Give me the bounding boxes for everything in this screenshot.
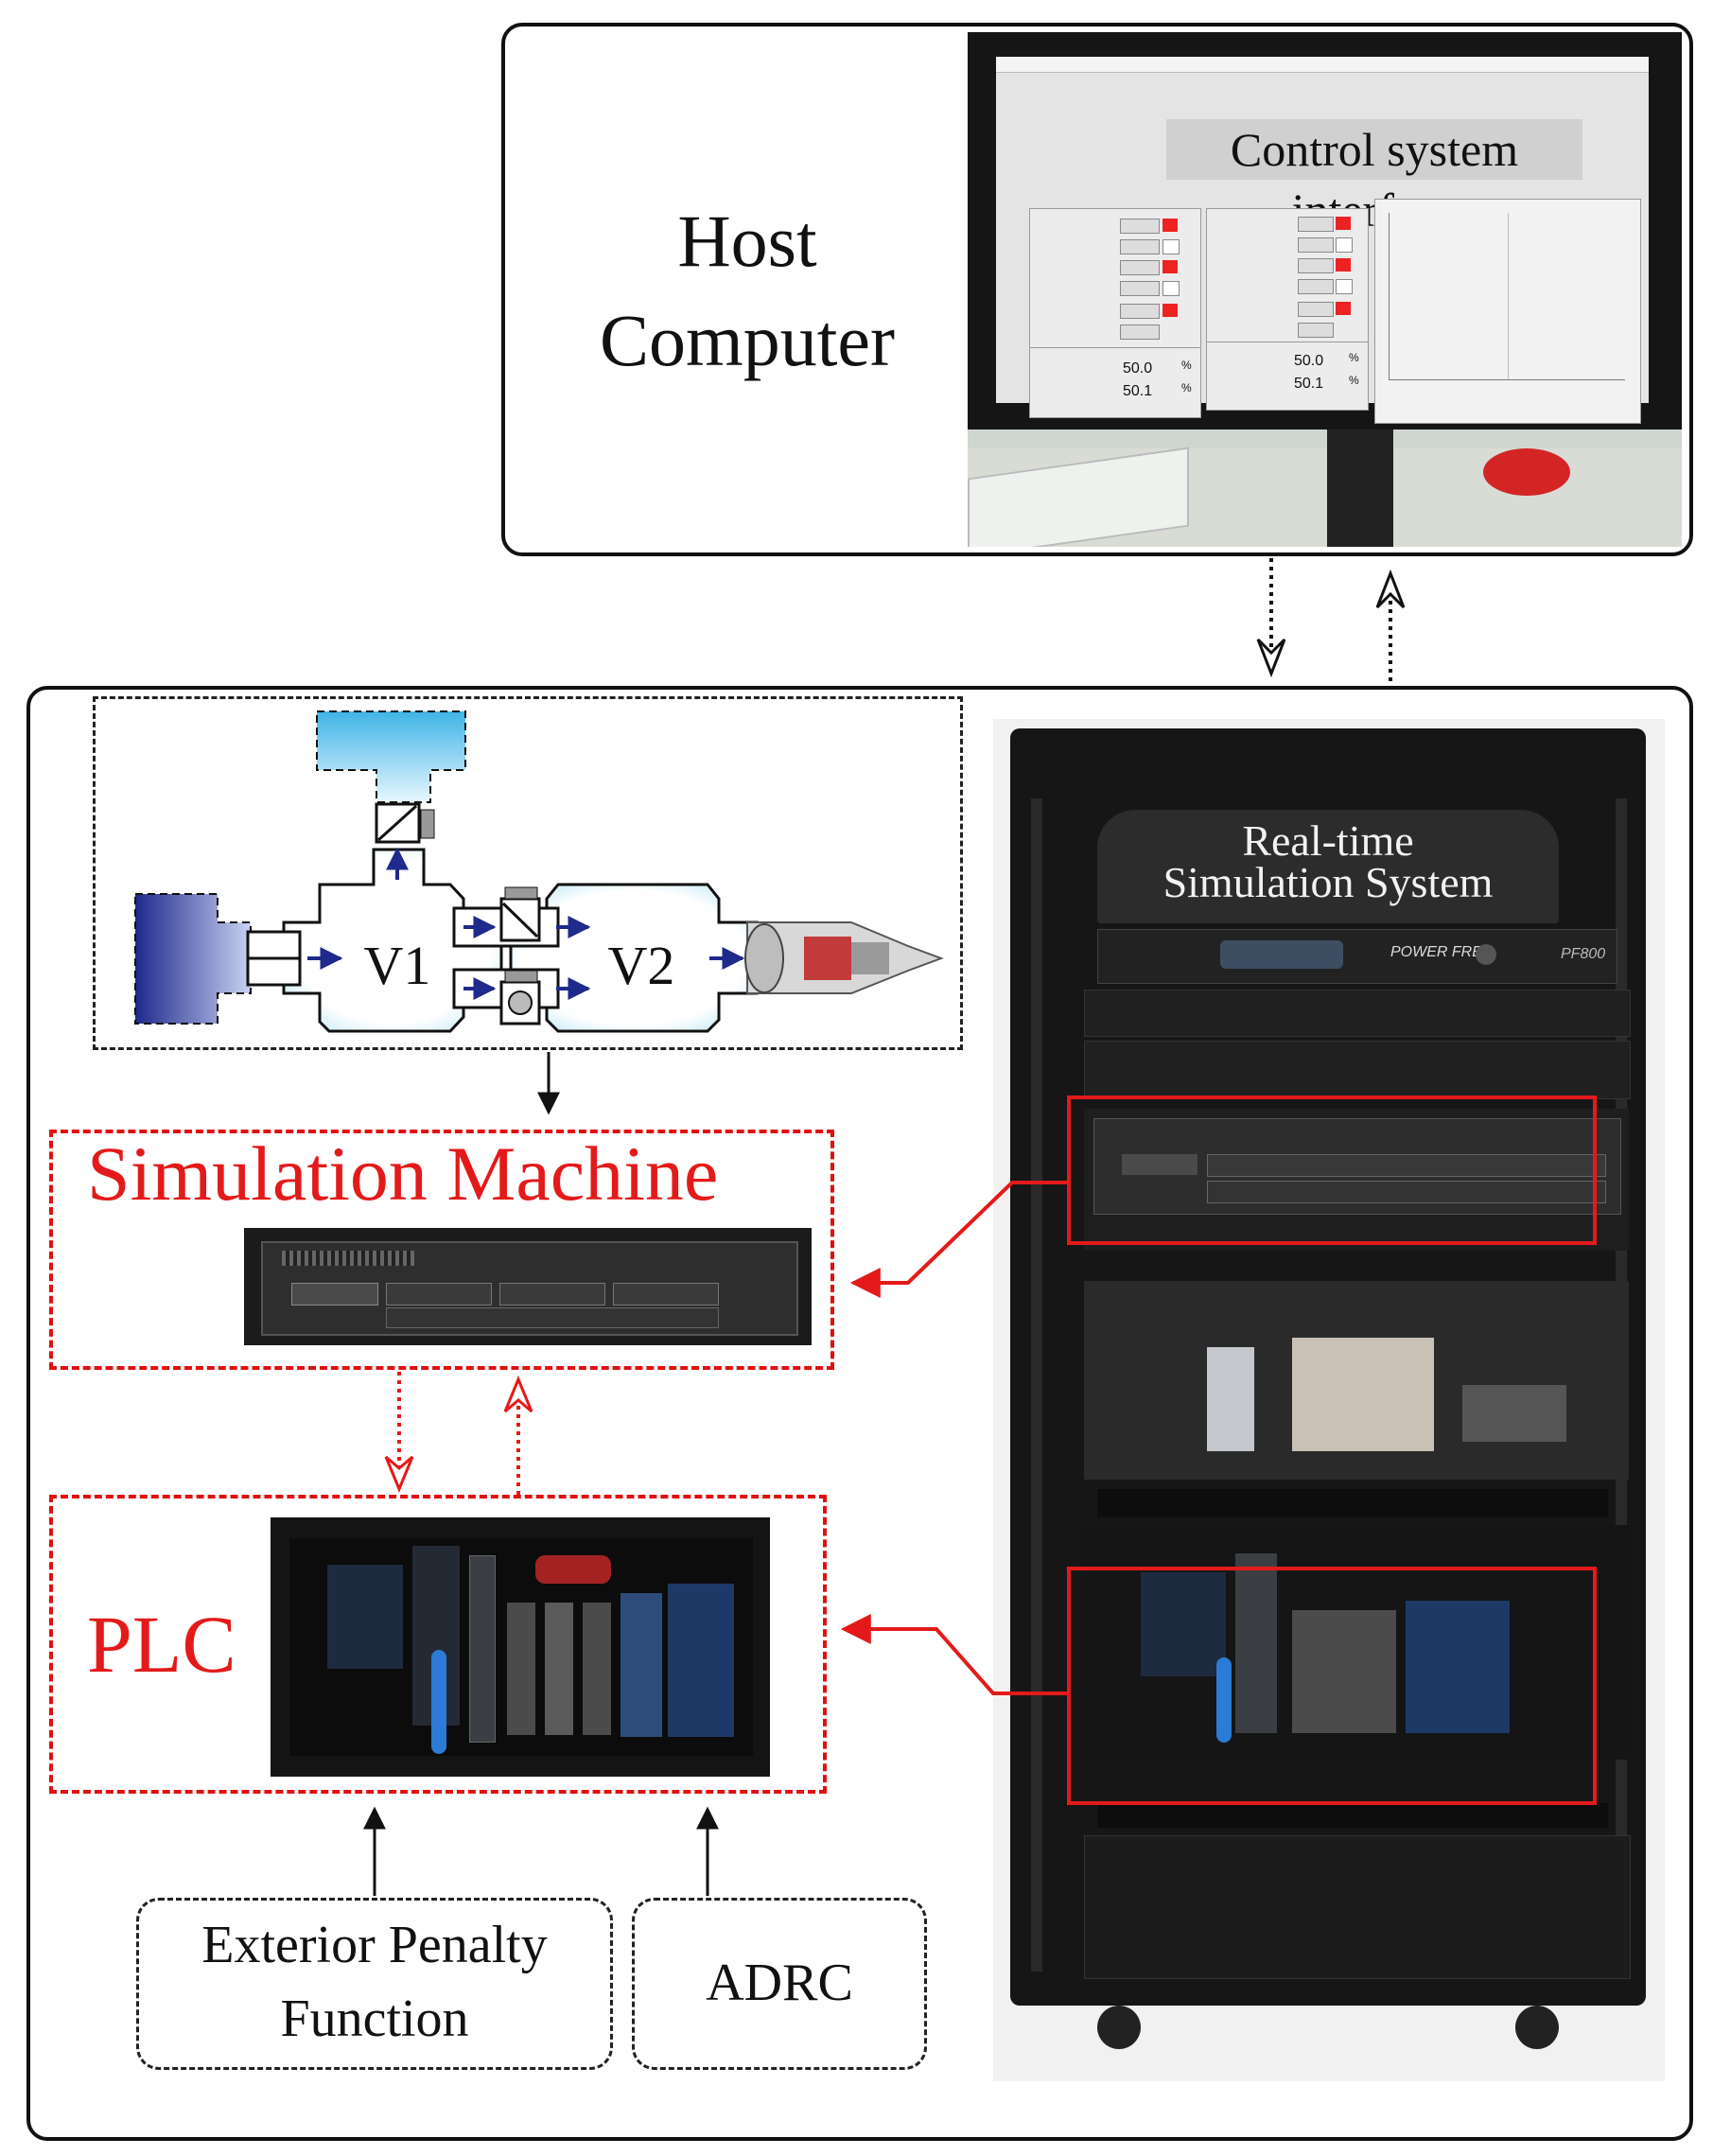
mid-unit-2: % <box>1349 374 1359 387</box>
mid-value-2: 50.1 <box>1294 376 1324 392</box>
exterior-penalty-function-box <box>136 1898 613 2070</box>
rack-pdu-brand: POWER FREE <box>1390 944 1493 960</box>
plc-label: PLC <box>87 1599 236 1690</box>
rack-server-highlight <box>1067 1096 1597 1245</box>
valve-2 <box>499 970 541 1025</box>
left-unit-1: % <box>1181 359 1192 372</box>
rack-server <box>1084 1109 1629 1251</box>
mid-value-1: 50.0 <box>1294 353 1324 369</box>
adrc-box <box>632 1898 927 2070</box>
exterior-penalty-line1: Exterior Penalty <box>201 1916 548 1974</box>
left-unit-2: % <box>1181 381 1192 394</box>
host-title-line2: Computer <box>600 299 895 381</box>
rack-plc-highlight <box>1067 1567 1597 1805</box>
inlet-valve <box>246 930 302 987</box>
rack-plate-line1: Real-time <box>1242 816 1414 865</box>
host-computer-photo: Control system interface 50.0 % 50.1 % <box>968 32 1682 547</box>
monitor-screen: Control system interface 50.0 % 50.1 % <box>996 57 1649 424</box>
mid-unit-1: % <box>1349 351 1359 364</box>
gas-turbine-engine <box>744 921 944 994</box>
outlet-valve <box>375 802 435 844</box>
host-computer-frame <box>501 23 1693 556</box>
rack-middle-equipment <box>1084 1281 1629 1480</box>
v2-label: V2 <box>608 935 675 996</box>
left-value-2: 50.1 <box>1123 383 1153 399</box>
valve-1 <box>499 886 541 942</box>
rack-name-plate <box>1097 810 1559 923</box>
mouse <box>1483 448 1570 496</box>
rack-plc <box>1084 1525 1629 1760</box>
v1-label: V1 <box>364 935 431 996</box>
system-frame <box>26 686 1693 2141</box>
rack-plate-line2: Simulation System <box>1162 858 1494 906</box>
inlet-duct <box>134 893 252 1025</box>
host-title-line1: Host <box>677 200 817 282</box>
plc-frame <box>49 1495 827 1794</box>
rack-pdu-model: PF800 <box>1561 946 1606 962</box>
rack-photo: Real-time Simulation System POWER FREE P… <box>993 719 1665 2081</box>
adrc-label: ADRC <box>706 1954 853 2012</box>
plc-photo <box>271 1517 770 1777</box>
schematic-frame <box>93 696 963 1050</box>
simulation-machine-frame <box>49 1130 834 1370</box>
simulation-machine-label: Simulation Machine <box>87 1131 719 1217</box>
rack-pdu <box>1097 929 1617 984</box>
exterior-penalty-line2: Function <box>280 1989 469 2048</box>
outlet-duct <box>316 710 466 803</box>
control-panel-middle: 50.0 % 50.1 % <box>1206 208 1369 411</box>
control-panel-left: 50.0 % 50.1 % <box>1029 208 1201 418</box>
left-value-1: 50.0 <box>1123 360 1153 377</box>
simulation-machine-photo <box>244 1228 812 1345</box>
plot-panel <box>1374 199 1641 424</box>
